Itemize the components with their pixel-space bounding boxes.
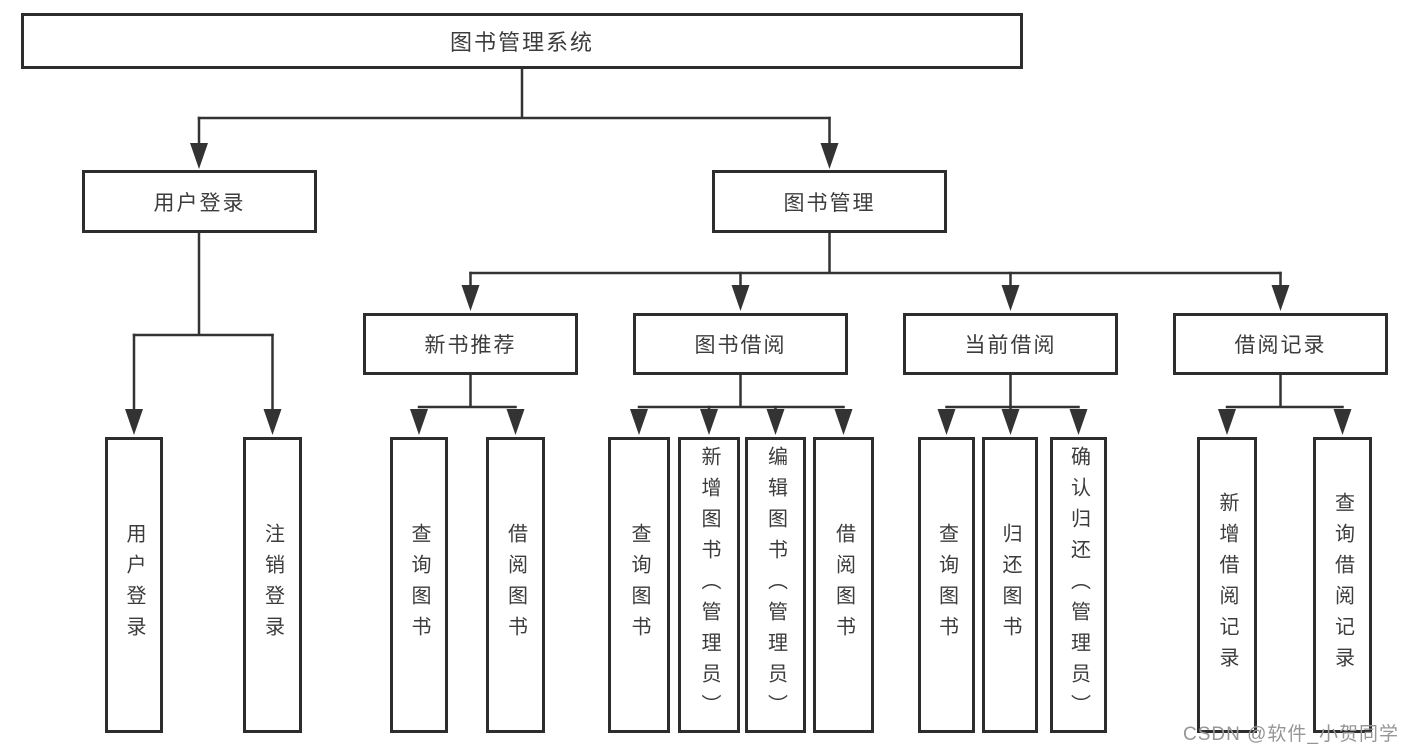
leaf-br-query-record: 查询借阅记录 bbox=[1313, 437, 1372, 733]
leaf-label: 归还图书 bbox=[999, 523, 1021, 647]
leaf-cb-confirm-return-admin: 确认归还（管理员） bbox=[1050, 437, 1107, 733]
leaf-bb-query-books: 查询图书 bbox=[608, 437, 670, 733]
arrowheads bbox=[125, 143, 1352, 435]
leaf-bb-borrow-books: 借阅图书 bbox=[813, 437, 874, 733]
node-library-system: 图书管理系统 bbox=[21, 13, 1023, 69]
leaf-label: 确认归还（管理员） bbox=[1067, 445, 1090, 725]
node-label: 当前借阅 bbox=[964, 334, 1057, 357]
leaf-cb-return-books: 归还图书 bbox=[982, 437, 1038, 733]
leaf-bb-edit-books-admin: 编辑图书（管理员） bbox=[745, 437, 806, 733]
leaf-label: 查询借阅记录 bbox=[1331, 492, 1354, 678]
leaf-label: 借阅图书 bbox=[504, 523, 527, 647]
node-book-borrow: 图书借阅 bbox=[633, 313, 848, 375]
leaf-label: 用户登录 bbox=[123, 523, 145, 647]
node-current-borrow: 当前借阅 bbox=[903, 313, 1118, 375]
node-label: 新书推荐 bbox=[424, 334, 517, 357]
leaf-label: 新增借阅记录 bbox=[1216, 492, 1238, 678]
leaf-label: 查询图书 bbox=[408, 523, 430, 647]
leaf-label: 注销登录 bbox=[261, 523, 284, 647]
leaf-nb-borrow-books: 借阅图书 bbox=[486, 437, 545, 733]
leaf-logout-login: 注销登录 bbox=[243, 437, 302, 733]
leaf-nb-query-books: 查询图书 bbox=[390, 437, 448, 733]
leaf-label: 编辑图书（管理员） bbox=[764, 445, 787, 725]
leaf-label: 查询图书 bbox=[935, 523, 958, 647]
node-borrow-records: 借阅记录 bbox=[1173, 313, 1388, 375]
node-book-management: 图书管理 bbox=[712, 170, 947, 233]
csdn-watermark: CSDN @软件_小贺同学 bbox=[1183, 724, 1399, 745]
leaf-label: 新增图书（管理员） bbox=[698, 445, 720, 725]
node-label: 图书借阅 bbox=[694, 334, 787, 357]
node-label: 用户登录 bbox=[153, 191, 246, 215]
leaf-user-login: 用户登录 bbox=[105, 437, 163, 733]
leaf-label: 查询图书 bbox=[628, 523, 650, 647]
leaf-bb-add-books-admin: 新增图书（管理员） bbox=[678, 437, 740, 733]
node-label: 图书管理系统 bbox=[449, 30, 594, 55]
leaf-br-add-record: 新增借阅记录 bbox=[1197, 437, 1257, 733]
leaf-label: 借阅图书 bbox=[832, 523, 855, 647]
leaf-cb-query-books: 查询图书 bbox=[918, 437, 975, 733]
node-label: 借阅记录 bbox=[1234, 334, 1327, 357]
node-user-login: 用户登录 bbox=[82, 170, 317, 233]
node-new-book-recommend: 新书推荐 bbox=[363, 313, 578, 375]
node-label: 图书管理 bbox=[783, 191, 876, 215]
